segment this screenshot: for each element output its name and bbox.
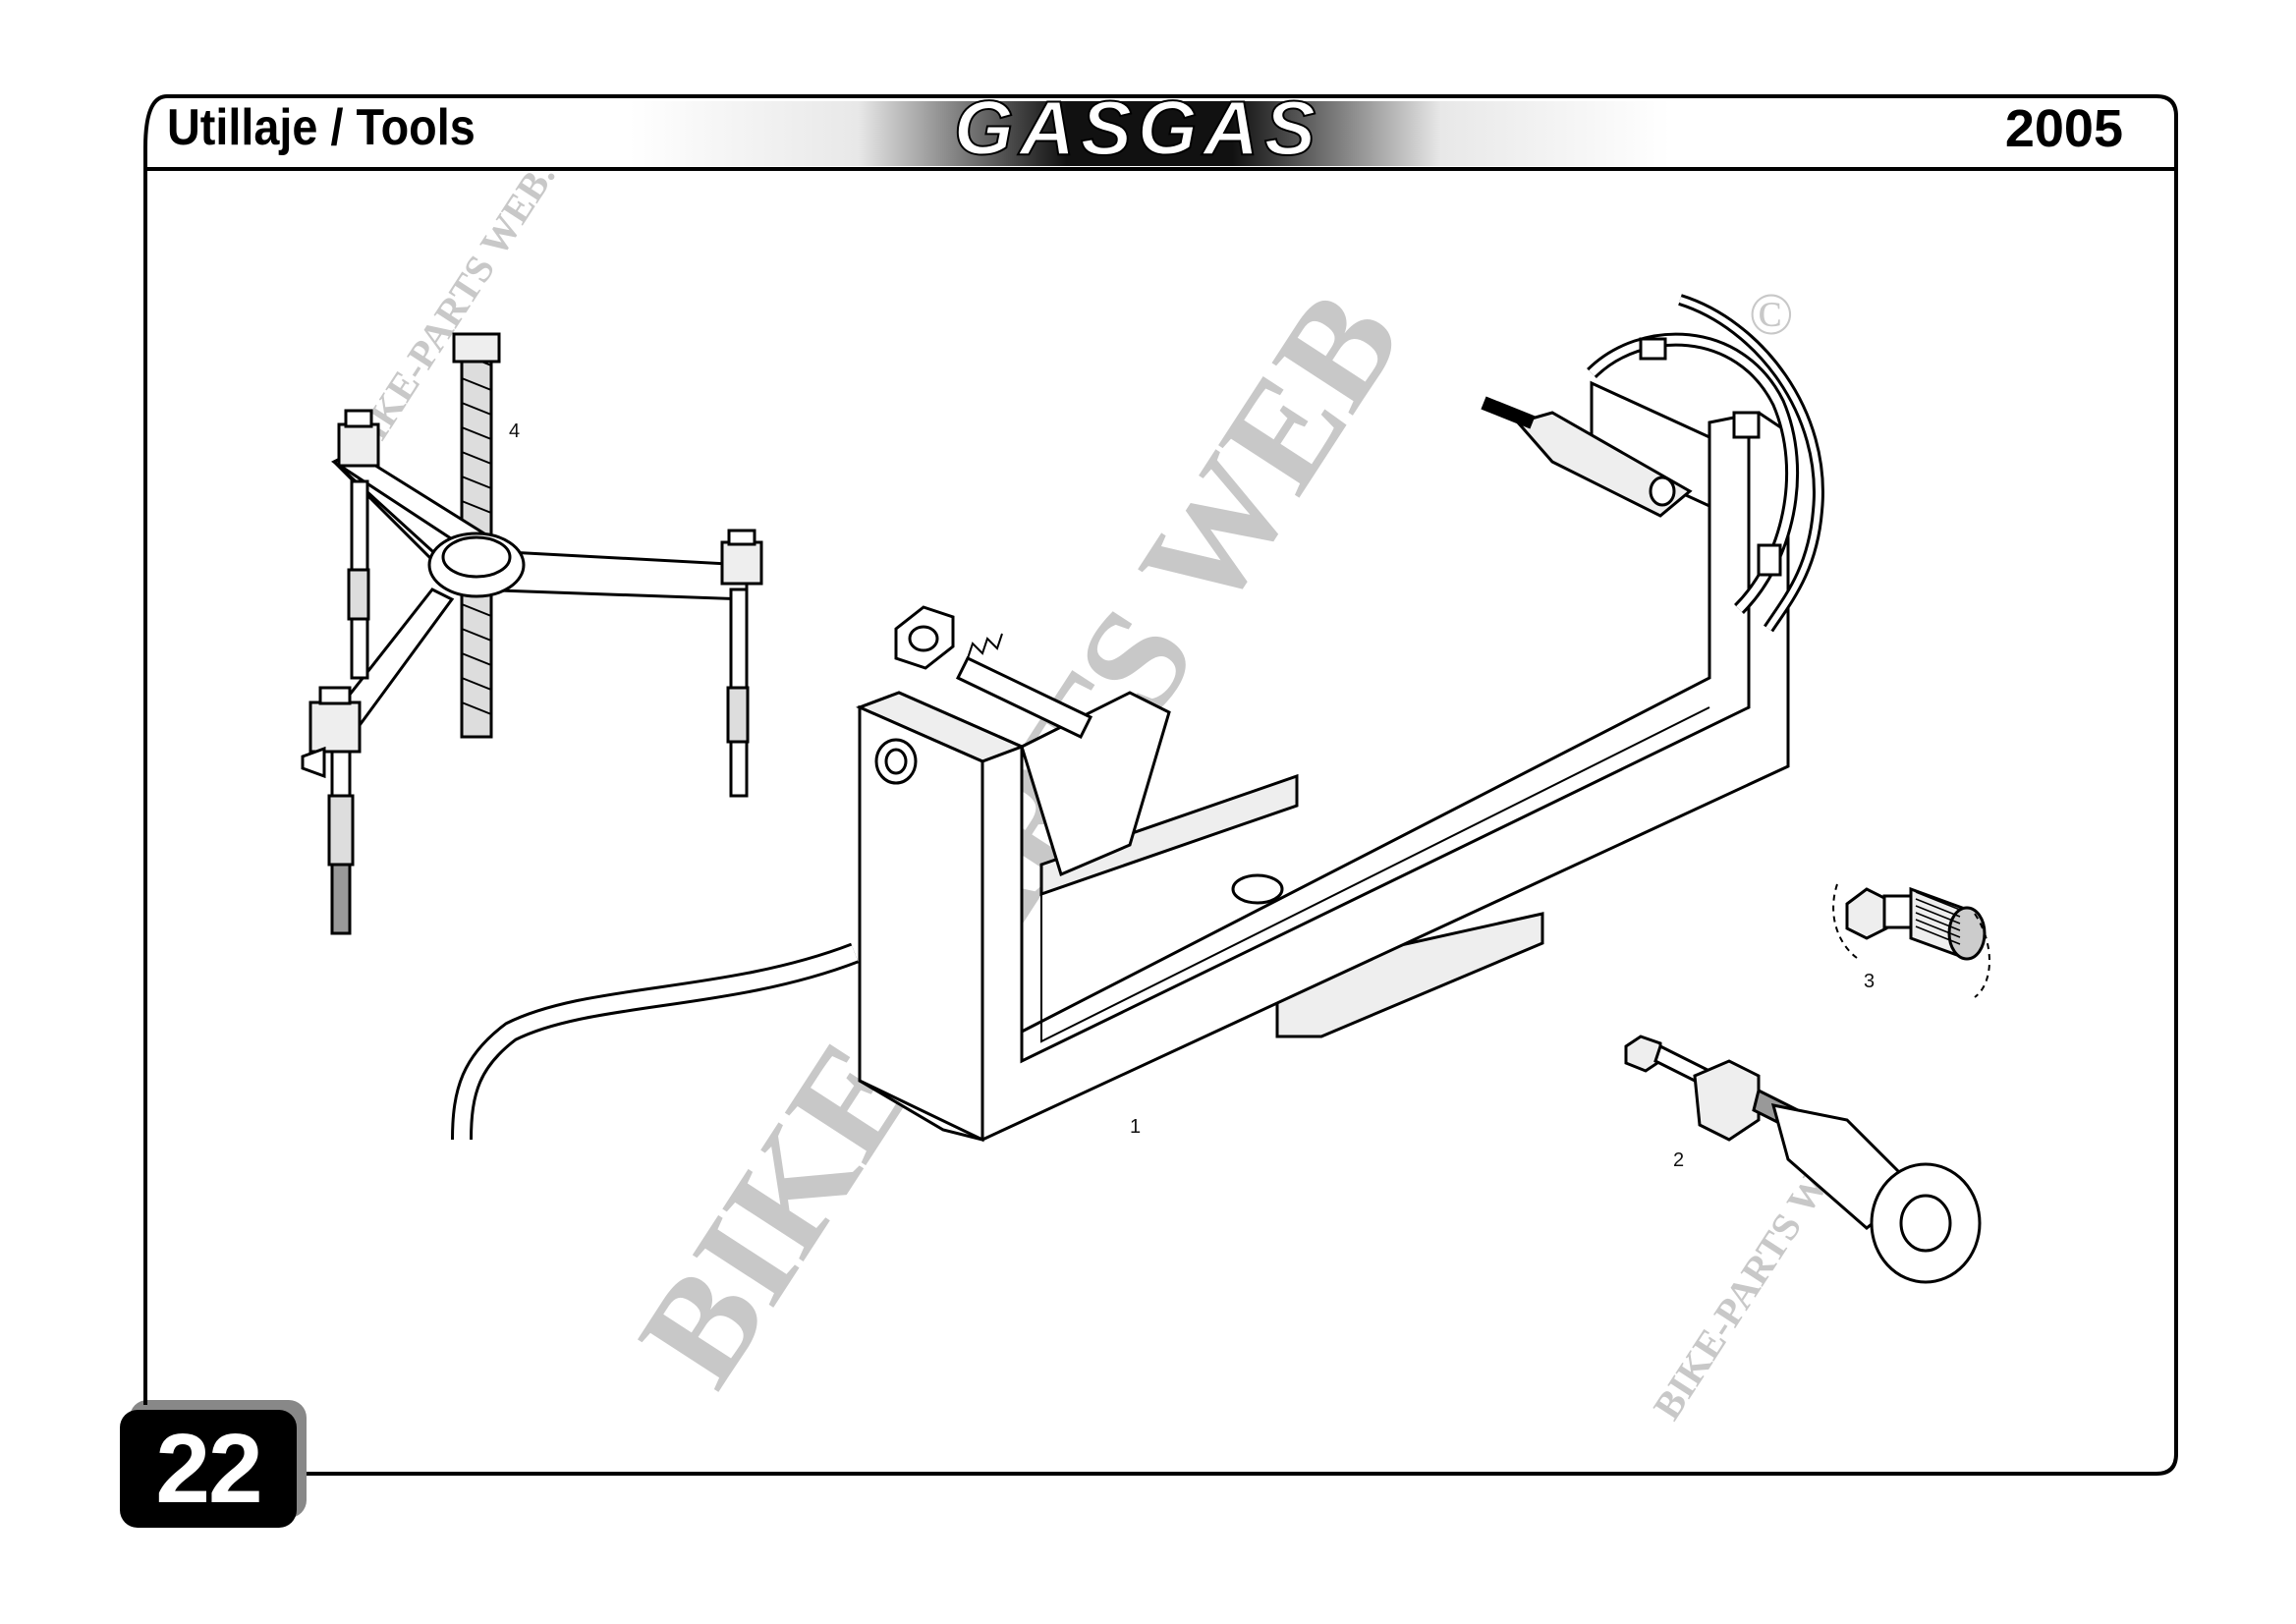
part-3-adapter — [1832, 883, 1990, 998]
callout-part-2: 2 — [1673, 1149, 1685, 1171]
year-label: 2005 — [2004, 99, 2123, 158]
callout-part-1: 1 — [1130, 1116, 1142, 1138]
header-gradient-band — [629, 101, 1670, 166]
part-4-puller — [301, 332, 763, 935]
section-title: Utillaje / Tools — [167, 99, 476, 156]
page-frame — [143, 94, 2178, 1476]
gasgas-logo: GASGAS — [953, 84, 1321, 172]
svg-text:GASGAS: GASGAS — [954, 84, 1321, 171]
page-number: 22 — [155, 1414, 262, 1524]
callout-part-4: 4 — [509, 420, 521, 442]
part-1-engine-stand — [451, 294, 1824, 1143]
part-2-bell-puller — [1624, 1035, 1982, 1284]
callout-part-3: 3 — [1864, 971, 1876, 992]
watermark-copyright-symbol: © — [1749, 282, 1794, 347]
svg-text:©: © — [1749, 282, 1794, 347]
page-number-badge — [120, 1395, 307, 1528]
